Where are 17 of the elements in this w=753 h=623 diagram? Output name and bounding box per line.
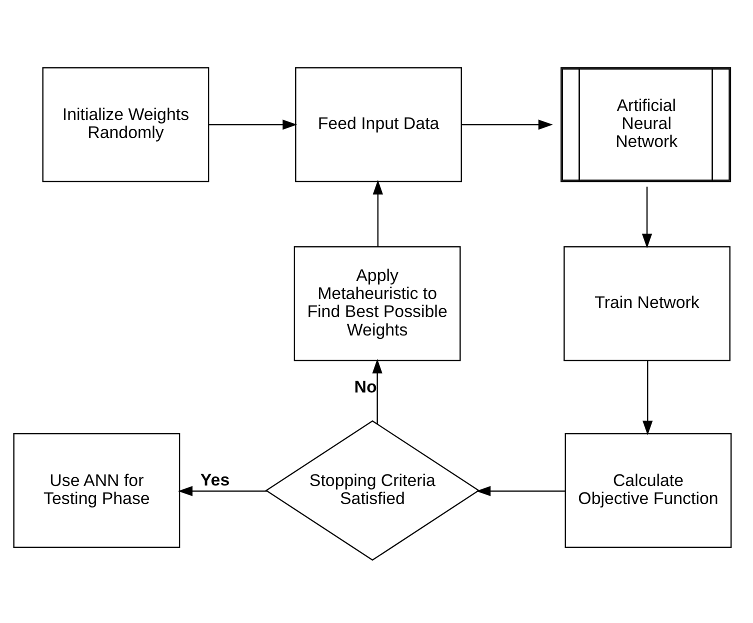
edge-label: No (354, 378, 376, 397)
node-box: Feed Input Data (294, 67, 462, 182)
arrow (372, 180, 382, 247)
node-box: Train Network (563, 246, 730, 362)
arrow (372, 358, 382, 424)
arrow (177, 486, 267, 496)
arrow (642, 360, 652, 436)
arrow (208, 120, 297, 130)
arrow (641, 186, 652, 248)
arrow (476, 486, 565, 496)
arrow (461, 120, 552, 130)
node-box: Apply Metaheuristic to Find Best Possible Weights (293, 246, 460, 362)
edge-label: Yes (200, 470, 230, 490)
node-box: Initialize Weights Randomly (42, 67, 209, 182)
node-box: Use ANN for Testing Phase (12, 433, 180, 548)
node-diamond: Stopping Criteria Satisfied (264, 420, 480, 561)
node-box: Calculate Objective Function (564, 433, 732, 548)
